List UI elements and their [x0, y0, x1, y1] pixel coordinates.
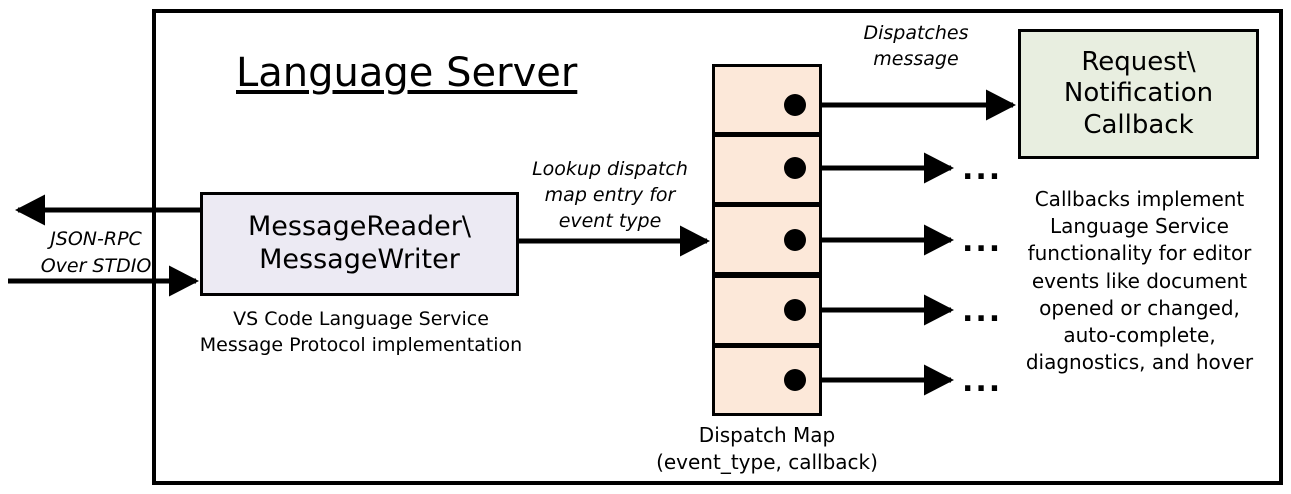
callback-caption-line-3: functionality for editor — [1027, 241, 1252, 266]
callback-line-2: Notification — [1063, 78, 1214, 109]
dispatch-map-caption-line-2: (event_type, callback) — [656, 450, 878, 474]
dispatch-map-dot-2 — [784, 157, 806, 179]
message-io-caption-line-2: Message Protocol implementation — [199, 333, 523, 356]
request-notification-callback-box[interactable]: Request\ Notification Callback — [1018, 29, 1259, 159]
page-title: Language Server — [236, 50, 578, 96]
callback-caption: Callbacks implement Language Service fun… — [1007, 186, 1272, 376]
dispatch-map-dot-5 — [784, 369, 806, 391]
dispatch-map-row-1[interactable] — [712, 64, 822, 135]
dispatch-map-caption-line-1: Dispatch Map — [698, 423, 836, 447]
dispatch-map-caption: Dispatch Map (event_type, callback) — [637, 422, 897, 476]
jsonrpc-label-line-2: Over STDIO — [40, 254, 152, 277]
message-io-caption-line-1: VS Code Language Service — [233, 308, 489, 330]
dispatch-map-dot-3 — [784, 229, 806, 251]
ellipsis-row-4: ... — [962, 294, 1003, 329]
message-io-caption: VS Code Language Service Message Protoco… — [186, 307, 536, 358]
lookup-label-line-1: Lookup dispatch — [532, 158, 688, 180]
message-writer-label: MessageWriter — [259, 244, 460, 275]
lookup-dispatch-label: Lookup dispatch map entry for event type — [520, 156, 700, 235]
dispatch-map-dot-1 — [784, 94, 806, 116]
lookup-label-line-2: map entry for — [544, 184, 676, 207]
callback-line-3: Callback — [1083, 109, 1194, 140]
callback-caption-line-5: opened or changed, — [1039, 295, 1240, 320]
message-reader-writer-box[interactable]: MessageReader\ MessageWriter — [200, 192, 519, 296]
callback-caption-line-7: diagnostics, and hover — [1025, 350, 1254, 375]
dispatches-message-line-1: Dispatches — [863, 22, 969, 44]
dispatches-message-label: Dispatches message — [836, 20, 996, 72]
jsonrpc-channel-label: JSON-RPC Over STDIO — [36, 226, 156, 280]
dispatches-message-line-2: message — [873, 48, 959, 71]
callback-caption-line-6: auto-complete, — [1063, 322, 1216, 347]
ellipsis-row-2: ... — [962, 152, 1003, 187]
callback-caption-line-1: Callbacks implement — [1034, 187, 1245, 211]
dispatch-map[interactable] — [712, 64, 822, 416]
message-reader-label: MessageReader\ — [248, 211, 471, 243]
callback-caption-line-2: Language Service — [1050, 214, 1229, 239]
lookup-label-line-3: event type — [558, 210, 662, 233]
jsonrpc-label-line-1: JSON-RPC — [50, 228, 142, 250]
language-server-frame — [152, 9, 1283, 485]
dispatch-map-dot-4 — [784, 299, 806, 321]
ellipsis-row-5: ... — [962, 364, 1003, 399]
callback-caption-line-4: events like document — [1031, 268, 1248, 293]
ellipsis-row-3: ... — [962, 224, 1003, 259]
callback-line-1: Request\ — [1081, 47, 1196, 78]
